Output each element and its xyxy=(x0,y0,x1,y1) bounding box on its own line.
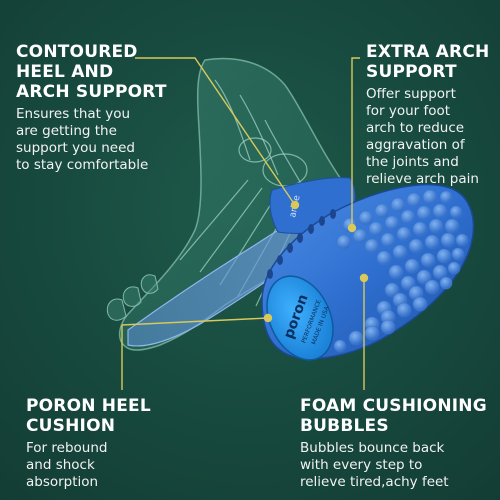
callout-dot-extra-arch xyxy=(347,223,357,233)
side-vents xyxy=(267,209,336,279)
poron-badge: poron PERFORMANCE MADE IN USA xyxy=(266,275,334,361)
callout-dot-heel-arch xyxy=(290,200,300,210)
feature-extra-arch-text: Offer support for your foot arch to redu… xyxy=(366,86,479,187)
feature-heel-arch-title: CONTOURED HEEL AND ARCH SUPPORT xyxy=(16,42,167,102)
feature-foam-bubbles-text: Bubbles bounce back with every step to r… xyxy=(300,440,449,490)
feature-poron-heel-title: PORON HEEL CUSHION xyxy=(26,396,151,436)
callout-dot-poron xyxy=(263,313,273,323)
feature-poron-heel: PORON HEEL CUSHION For rebound and shock… xyxy=(26,396,176,491)
callout-line-extra-arch xyxy=(351,57,360,228)
feature-foam-bubbles-title: FOAM CUSHIONING BUBBLES xyxy=(300,396,487,436)
callout-dot-bubbles xyxy=(359,273,369,283)
callout-line-heel-arch xyxy=(135,57,296,206)
feature-foam-bubbles: FOAM CUSHIONING BUBBLES Bubbles bounce b… xyxy=(300,396,495,491)
feature-heel-arch: CONTOURED HEEL AND ARCH SUPPORT Ensures … xyxy=(16,42,216,174)
feature-heel-arch-text: Ensures that you are getting the support… xyxy=(16,106,149,173)
feature-extra-arch: EXTRA ARCH SUPPORT Offer support for you… xyxy=(366,42,496,188)
feature-poron-heel-text: For rebound and shock absorption xyxy=(26,440,108,490)
feature-extra-arch-title: EXTRA ARCH SUPPORT xyxy=(366,42,490,82)
callout-lines xyxy=(121,57,369,390)
insole-heel: poron PERFORMANCE MADE IN USA xyxy=(261,184,475,361)
foam-bubbles xyxy=(333,189,469,353)
